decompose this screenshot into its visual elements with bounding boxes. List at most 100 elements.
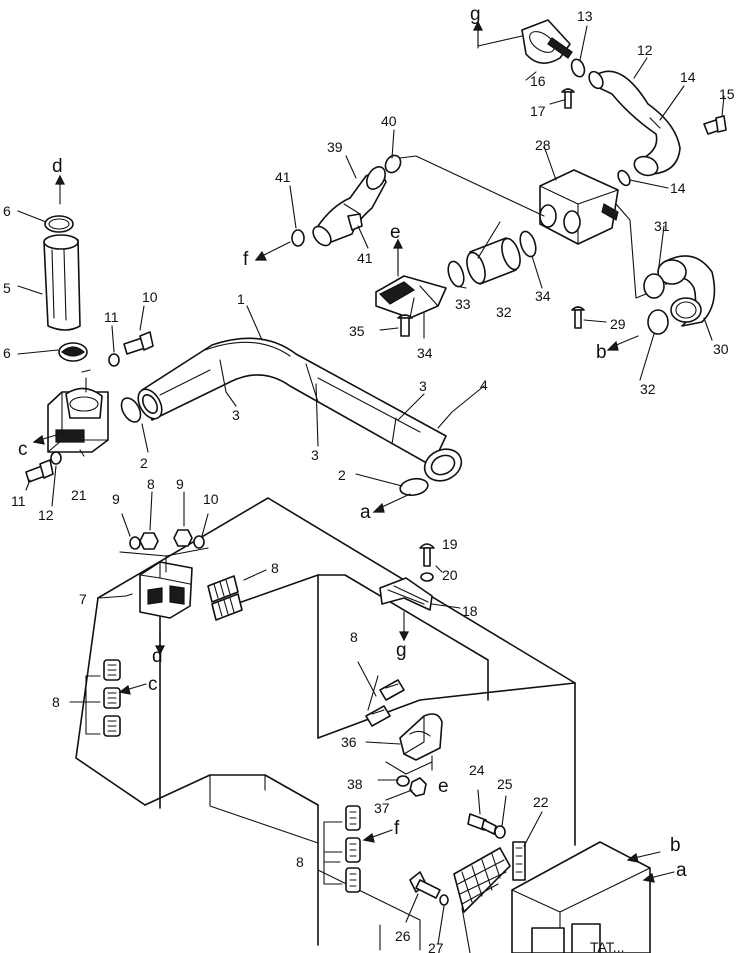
duct-37	[399, 713, 443, 761]
letter-a: a	[360, 502, 371, 523]
nut-9-left	[139, 532, 159, 550]
label-36: 35	[349, 323, 365, 339]
label-25: 24	[469, 762, 485, 778]
clamp-34-right	[519, 230, 537, 258]
screw-20	[419, 543, 435, 567]
label-9: 8	[147, 476, 155, 492]
label-3: 3	[232, 407, 240, 423]
letter-g: g	[470, 4, 481, 25]
letter-a: a	[676, 860, 687, 881]
washer-12-upper	[108, 353, 120, 367]
label-41: 41	[275, 169, 291, 185]
label-22: 21	[71, 487, 87, 503]
arrow-g-floor	[399, 611, 409, 642]
washer-10-right	[193, 535, 205, 549]
grille-8-upper-a	[207, 575, 239, 603]
bolt-25	[467, 813, 497, 835]
label-13: 12	[637, 42, 653, 58]
label-6: 6	[3, 203, 11, 219]
label-11: 11	[11, 493, 26, 509]
label-14: 14	[670, 180, 686, 196]
letter-d: d	[52, 156, 63, 177]
washer-28	[439, 894, 449, 906]
label-27: 26	[395, 928, 411, 944]
leader-lines	[17, 25, 725, 953]
arrow-f-floor	[362, 829, 393, 843]
label-12: 11	[104, 309, 119, 325]
arrow-c-left	[118, 683, 147, 695]
label-24: 22	[533, 794, 549, 810]
label-17: 16	[530, 73, 546, 89]
label-10: 9	[112, 491, 120, 507]
letter-g: g	[396, 640, 407, 661]
duct-17	[521, 19, 573, 64]
label-6: 6	[3, 345, 11, 361]
clamp-14-top	[570, 58, 586, 78]
vent-8-left-c	[103, 715, 121, 737]
clamp-6-bottom	[58, 342, 88, 362]
letter-b: b	[670, 835, 681, 856]
direction-letter-labels: g d d f e e c c b b a a g f	[18, 4, 687, 881]
label-28: 27	[428, 940, 444, 953]
letter-f: f	[394, 818, 400, 839]
label-32: 32	[640, 381, 656, 397]
arrow-g-top	[473, 20, 483, 49]
washer-39	[396, 775, 410, 787]
letter-f: f	[243, 249, 249, 270]
label-18: 17	[530, 103, 546, 119]
label-19: 18	[462, 603, 478, 619]
arrow-a-duct	[372, 493, 411, 513]
strip-24	[512, 841, 526, 881]
screw-18	[561, 88, 575, 109]
vent-8-left-b	[103, 687, 121, 709]
filter-28	[453, 847, 511, 913]
duct-1	[137, 337, 463, 482]
label-15: 14	[680, 69, 696, 85]
letter-e: e	[438, 776, 449, 797]
bracket-19	[379, 577, 433, 611]
washer-21	[420, 572, 434, 582]
letter-c: c	[148, 674, 158, 695]
label-31: 30	[713, 341, 729, 357]
label-8: 8	[350, 629, 358, 645]
part-number-labels: 1 2 2 3 3 3 4 5 6 6 7 8 8 8 8 8 9 9 10 1…	[3, 8, 735, 953]
label-41: 40	[381, 113, 397, 129]
label-34: 34	[535, 288, 551, 304]
arrow-a-bottom	[642, 871, 675, 883]
arrow-e-top	[393, 238, 403, 277]
washer-26	[494, 825, 506, 839]
screw-36	[397, 314, 413, 337]
label-8: 8	[296, 854, 304, 870]
clamp-41-lower	[291, 229, 305, 247]
label-39: 38	[347, 776, 363, 792]
vent-35	[375, 275, 447, 319]
label-10: 10	[203, 491, 219, 507]
aircon-unit	[511, 841, 651, 953]
hose-5	[43, 234, 81, 331]
label-8: 8	[52, 694, 60, 710]
label-5: 5	[3, 280, 11, 296]
label-42: 41	[357, 250, 373, 266]
hose-33	[466, 237, 521, 285]
letter-c: c	[18, 439, 28, 460]
label-33: 32	[496, 304, 512, 320]
footer-text: TAT...	[590, 939, 624, 953]
clamp-6-top	[44, 215, 74, 233]
arrow-b-upper	[606, 335, 639, 351]
clamp-32-upper	[643, 273, 665, 299]
arrow-d-top	[55, 174, 65, 205]
label-14: 13	[577, 8, 593, 24]
label-20: 19	[442, 536, 458, 552]
bolt-11-upper	[123, 331, 154, 355]
vent-8-right-c	[345, 867, 361, 893]
label-30: 29	[610, 316, 626, 332]
vent-8-right-a	[345, 805, 361, 831]
elbow-31	[657, 255, 716, 327]
grille-8-mid-a	[379, 679, 405, 701]
label-40: 39	[327, 139, 343, 155]
washer-12-lower	[50, 451, 62, 465]
vent-8-left-a	[103, 659, 121, 681]
label-8: 8	[271, 560, 279, 576]
letter-b: b	[596, 342, 607, 363]
